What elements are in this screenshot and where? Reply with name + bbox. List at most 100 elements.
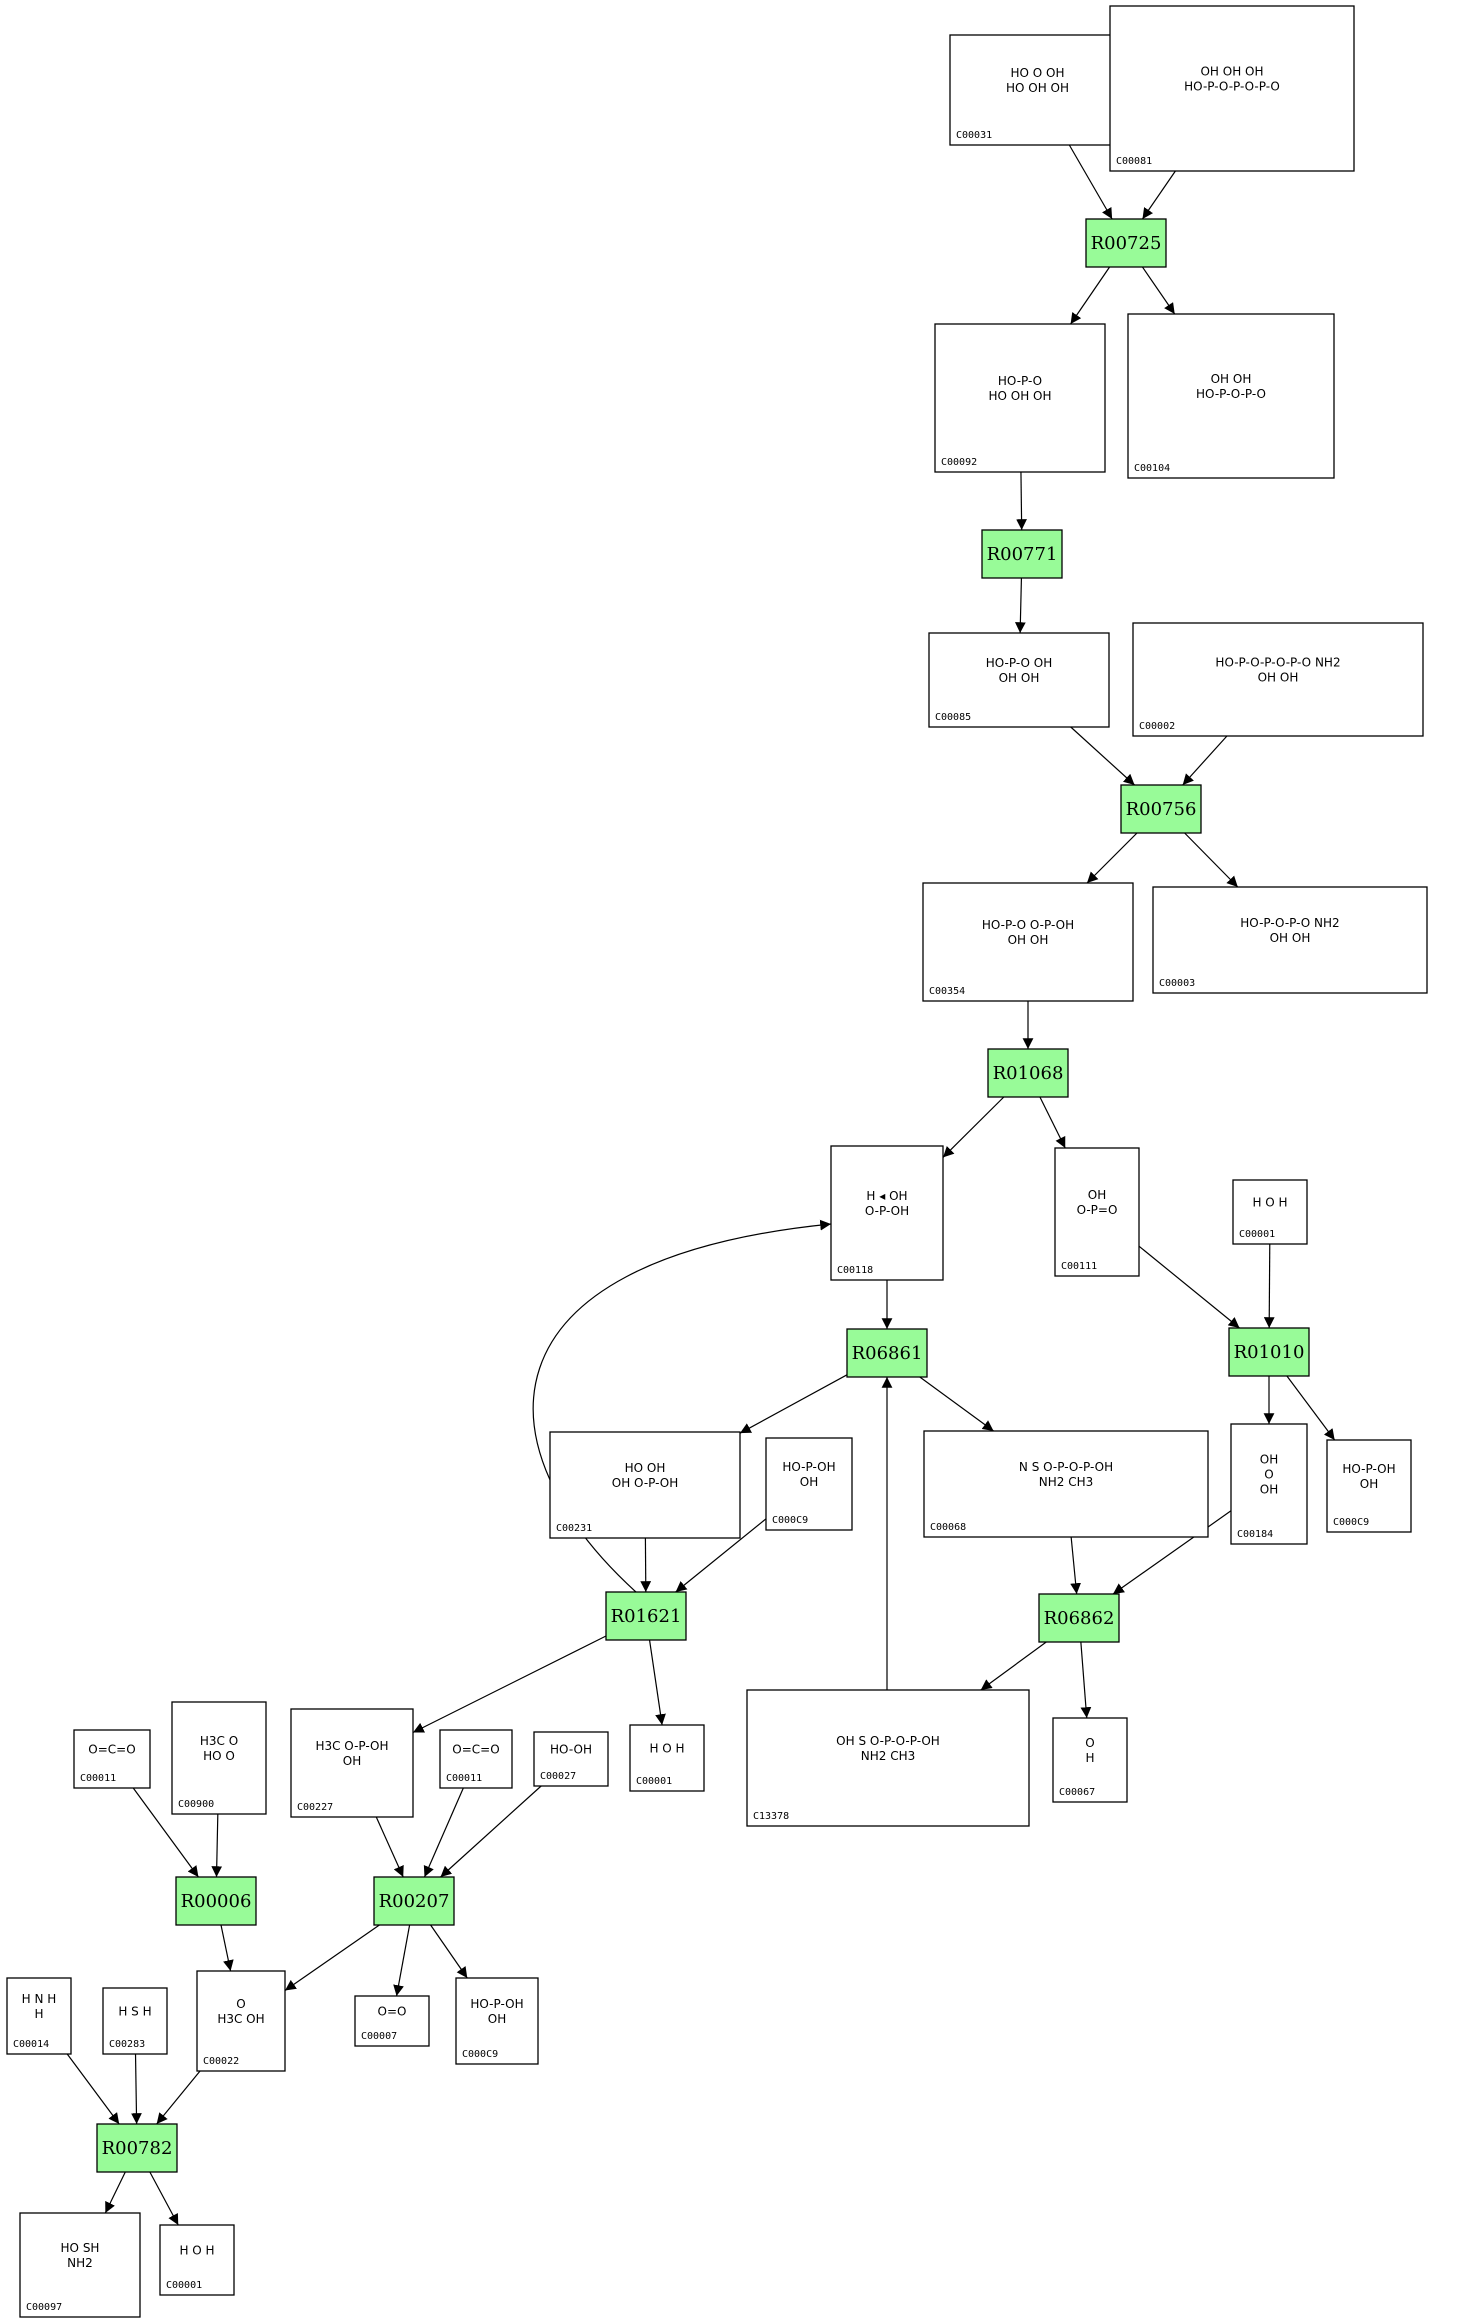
compound-box [1127,313,1335,479]
reaction-label: R01010 [1234,1342,1305,1363]
reaction-node-r00771[interactable]: R00771 [981,529,1063,579]
structure-text: H3C OH [217,2012,264,2026]
reaction-node-r00782[interactable]: R00782 [96,2123,178,2173]
reaction-node-r01068[interactable]: R01068 [987,1048,1069,1098]
reaction-box [987,1048,1069,1098]
edge-arrow [942,1096,1005,1158]
compound-box [1326,1439,1412,1533]
compound-box [949,34,1126,146]
reaction-node-r00756[interactable]: R00756 [1120,784,1202,834]
compound-box [73,1729,151,1789]
edge-arrow [980,1641,1047,1691]
reaction-node-r06862[interactable]: R06862 [1038,1593,1120,1643]
edge-arrow [412,1635,607,1734]
structure-text: NH2 CH3 [861,1749,916,1763]
compound-label: C00900 [178,1799,214,1810]
reaction-box [981,529,1063,579]
compound-box [1052,1717,1128,1803]
structure-text: O=C=O [452,1743,499,1757]
structure-text: HO O OH [1010,66,1064,80]
compound-box [354,1995,430,2047]
reaction-node-r00006[interactable]: R00006 [175,1876,257,1926]
structure-text: HO-P-O OH [986,656,1053,670]
compound-label: C00003 [1159,978,1195,989]
reaction-label: R06861 [852,1343,923,1364]
reaction-label: R00771 [987,544,1058,565]
compound-label: C00027 [540,1771,576,1782]
compound-box [102,1987,168,2055]
edge-arrow [739,1374,848,1434]
reaction-node-r01010[interactable]: R01010 [1228,1327,1310,1377]
structure-text: HO SH [61,2241,100,2255]
compound-box [746,1689,1030,1827]
edge-arrow [131,2053,142,2125]
compound-label: C00354 [929,986,965,997]
structure-text: H3C O-P-OH [315,1739,388,1753]
structure-text: OH O-P-OH [612,1476,679,1490]
reaction-label: R00207 [379,1891,450,1912]
compound-label: C00001 [166,2280,202,2291]
reaction-node-r00725[interactable]: R00725 [1085,218,1167,268]
compound-box [290,1708,414,1818]
reaction-node-r00207[interactable]: R00207 [373,1876,455,1926]
compound-box [1054,1147,1140,1277]
compound-box [6,1977,72,2055]
compound-label: C00097 [26,2302,62,2313]
structure-text: O-P=O [1077,1203,1118,1217]
structure-text: HO-P-OH [1342,1462,1395,1476]
edge-arrow [1286,1375,1336,1441]
compound-box [549,1431,741,1539]
edge-arrow [375,1816,404,1878]
compound-label: C00002 [1139,721,1175,732]
compound-box [629,1724,705,1792]
compound-label: C00067 [1059,1787,1095,1798]
compound-label: C00011 [446,1773,482,1784]
compound-label: C00118 [837,1265,873,1276]
edge-arrow [1263,1243,1275,1329]
edge-arrow [1141,266,1176,315]
edge-arrow [284,1924,380,1991]
structure-text: OH [800,1475,818,1489]
structure-text: OH OH [1211,372,1252,386]
structure-text: H ◂ OH [866,1189,907,1203]
structure-text: OH OH [1258,671,1299,685]
reaction-node-r06861[interactable]: R06861 [846,1328,928,1378]
compound-label: C00011 [80,1773,116,1784]
compound-box [1152,886,1428,994]
compound-node-c00011[interactable]: O=C=O C00011 [439,1729,513,1789]
reaction-node-r01621[interactable]: R01621 [605,1591,687,1641]
compound-box [922,882,1134,1002]
compound-label: C00001 [1239,1229,1275,1240]
reaction-box [1038,1593,1120,1643]
